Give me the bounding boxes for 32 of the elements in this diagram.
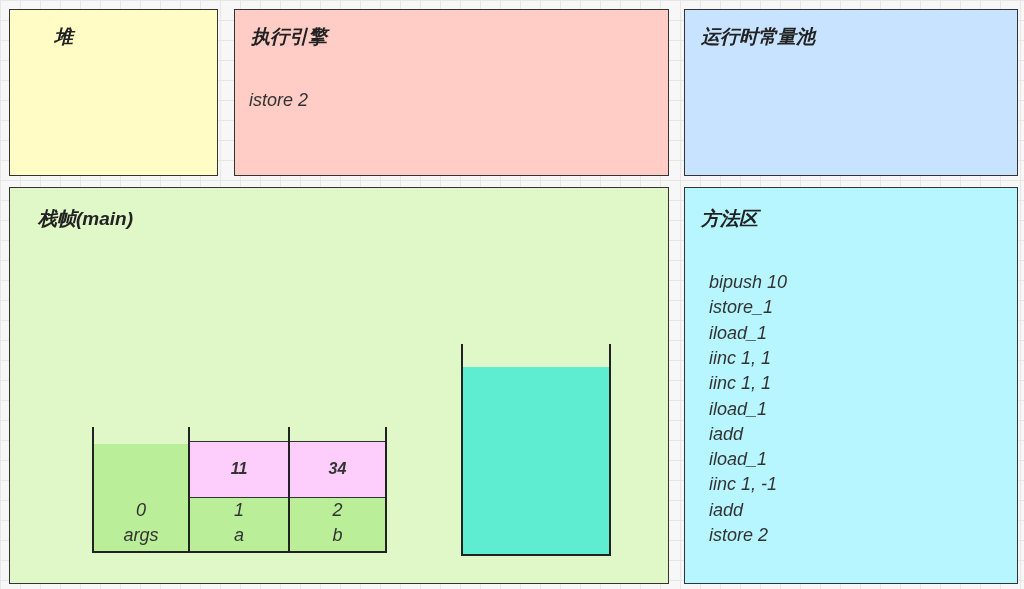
slot-value: 11 — [229, 460, 249, 478]
slot-index: 0 — [135, 500, 147, 521]
local-variable-slot — [189, 498, 289, 552]
memory-area-panel — [9, 187, 669, 584]
local-variable-slot — [93, 444, 189, 552]
bytecode-instruction: iload_1 — [709, 449, 768, 471]
variable-name: args — [122, 525, 160, 546]
bytecode-instruction: istore 2 — [709, 525, 769, 546]
bytecode-instruction: bipush 10 — [709, 272, 788, 293]
bytecode-instruction: istore_1 — [709, 297, 774, 319]
local-variable-slot — [289, 498, 386, 552]
slot-value: 34 — [327, 460, 348, 478]
bytecode-instruction: iinc 1, -1 — [709, 474, 778, 496]
panel-title: 栈帧(main) — [38, 207, 133, 231]
value-cell — [189, 441, 289, 498]
bytecode-instruction: iadd — [709, 423, 744, 445]
bytecode-instruction: iadd — [709, 499, 744, 521]
memory-area-panel — [684, 187, 1018, 584]
current-instruction: istore 2 — [249, 90, 309, 111]
memory-area-panel — [234, 9, 669, 176]
value-cell — [289, 441, 386, 498]
bytecode-instruction: iload_1 — [709, 322, 768, 344]
bytecode-instruction: iinc 1, 1 — [709, 373, 772, 395]
memory-area-panel — [684, 9, 1018, 176]
variable-name: a — [233, 525, 245, 546]
bytecode-instruction: iinc 1, 1 — [709, 347, 772, 369]
bytecode-instruction: iload_1 — [709, 398, 768, 420]
variable-name: b — [331, 525, 344, 546]
slot-index: 1 — [233, 500, 245, 521]
slot-index: 2 — [331, 500, 344, 521]
memory-area-panel — [9, 9, 218, 176]
panel-title: 运行时常量池 — [701, 25, 815, 49]
